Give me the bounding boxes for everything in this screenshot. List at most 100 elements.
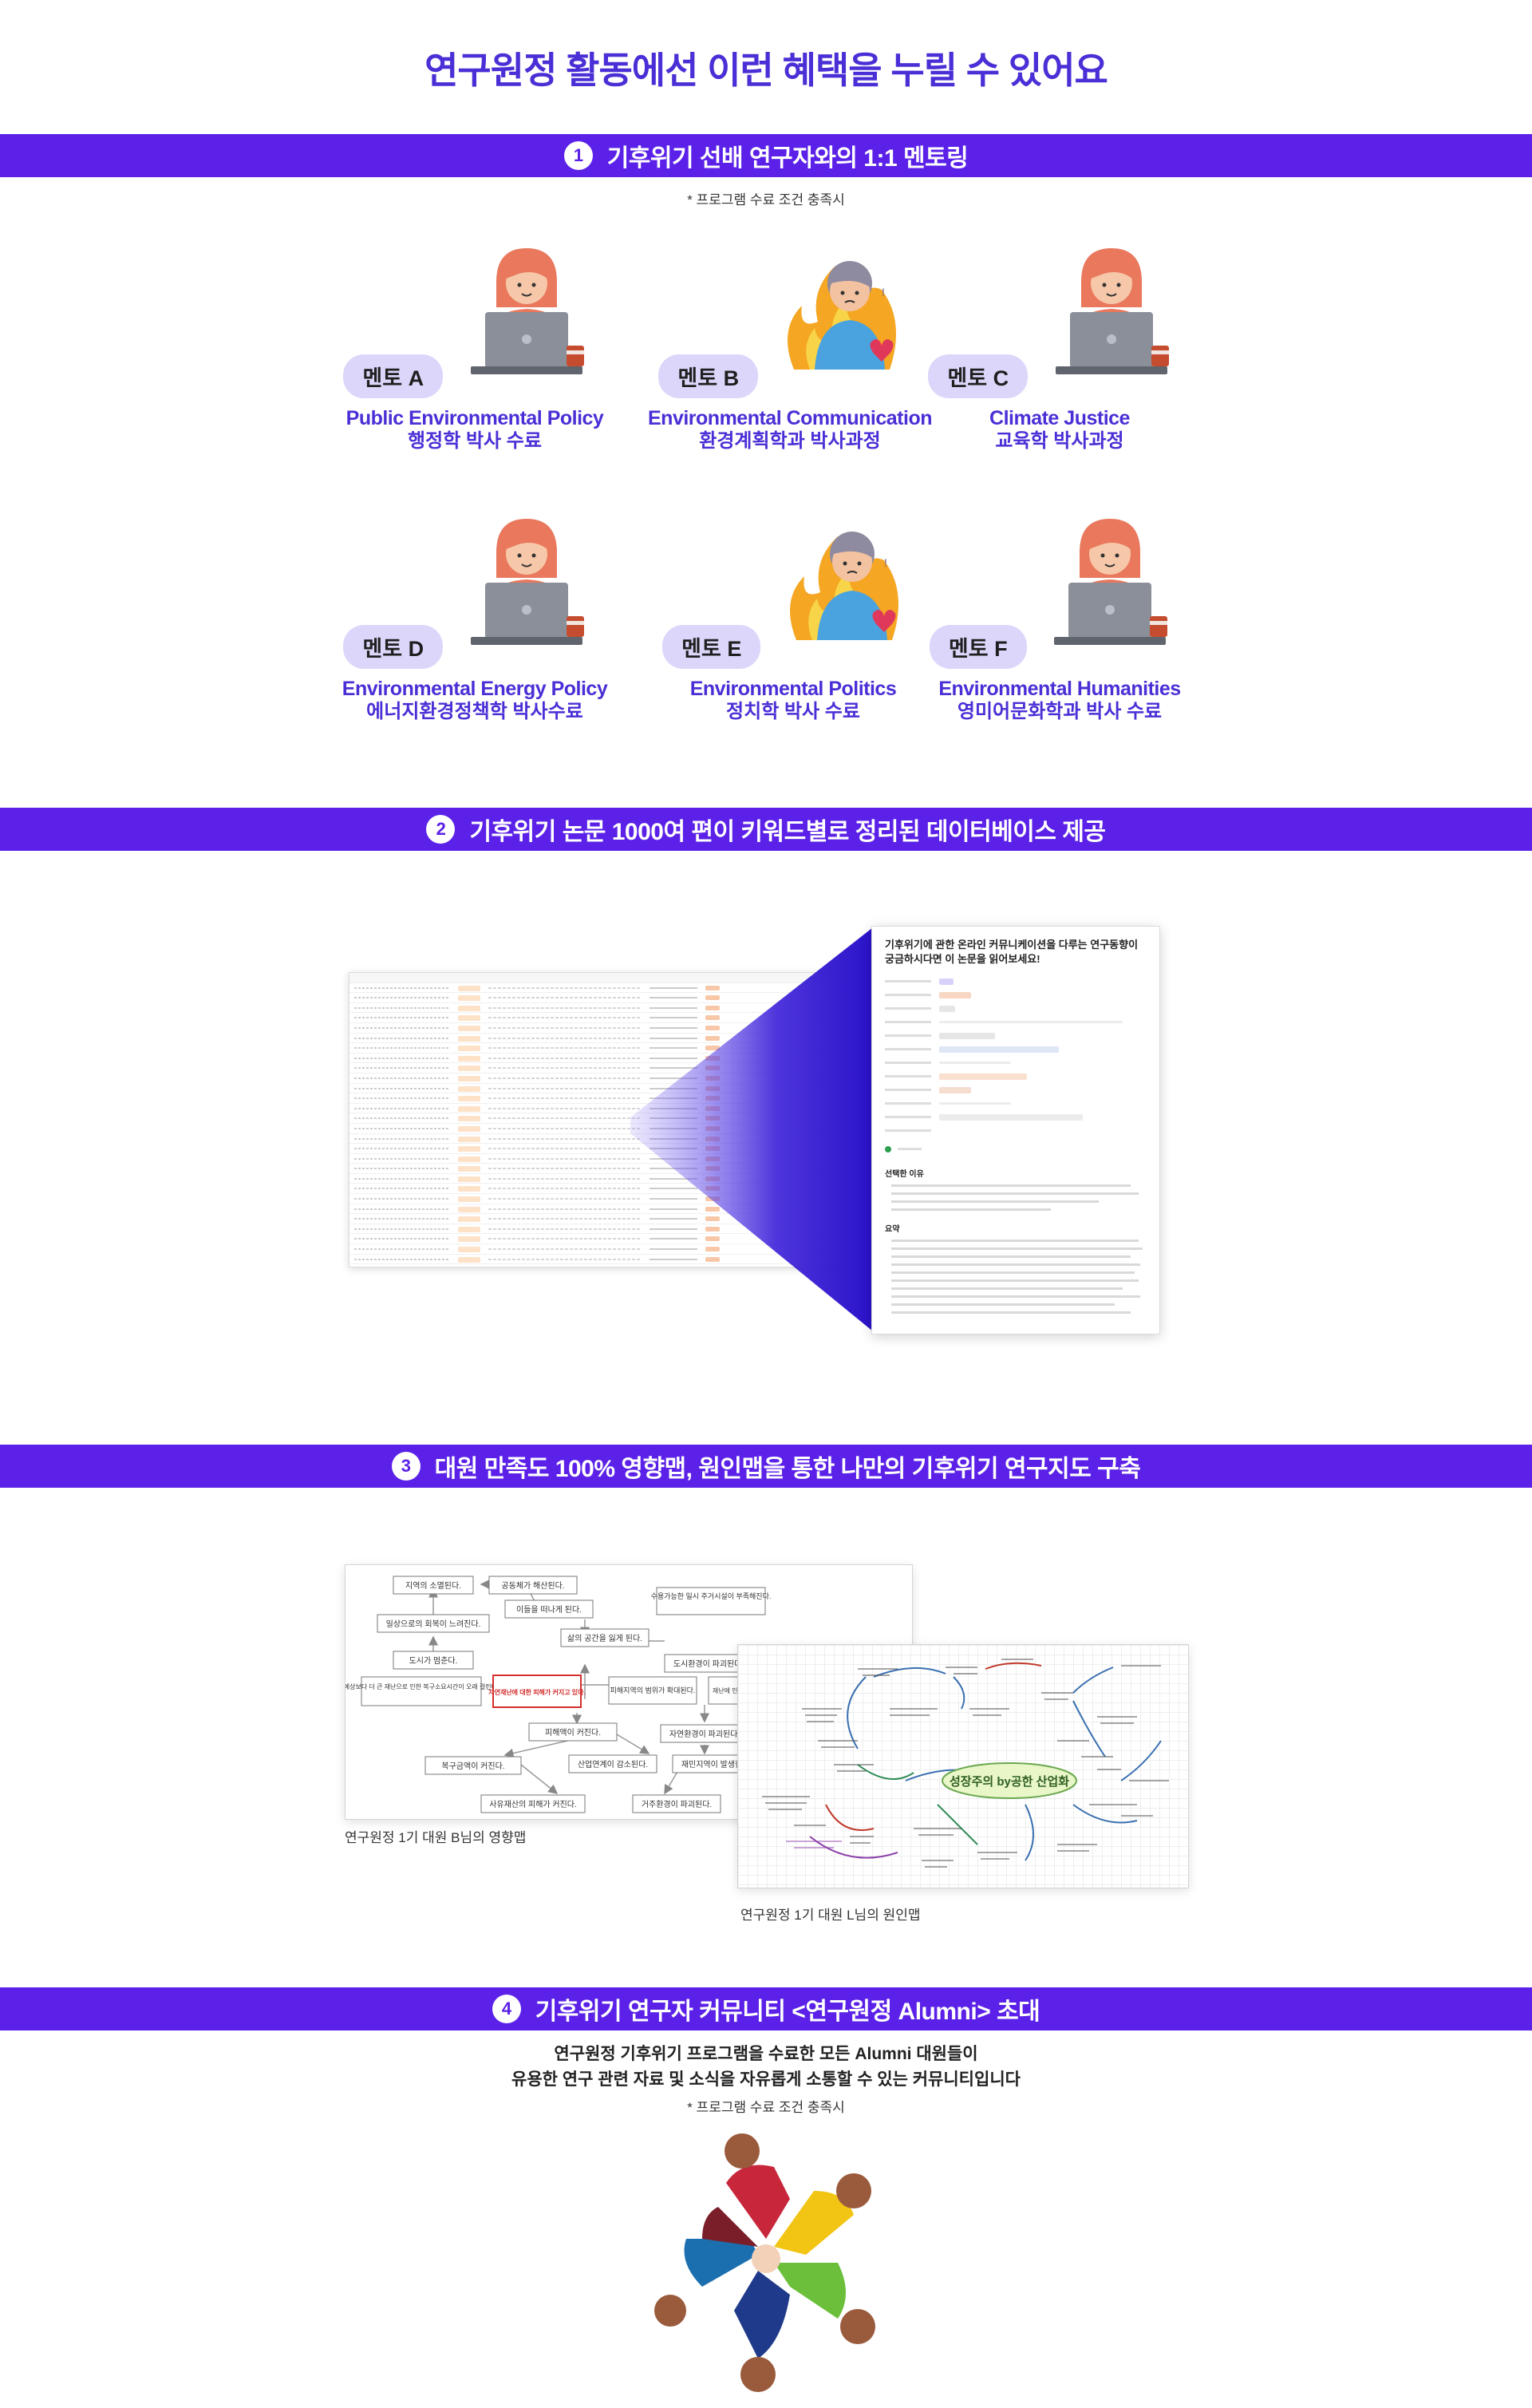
mentor-card: 멘토 A Public Environmental Policy 행정학 박사 … [323, 226, 626, 453]
influence-node: 복구금액이 커진다. [441, 1762, 504, 1771]
community-note: * 프로그램 수료 조건 충족시 [687, 2100, 845, 2115]
community-circle-icon [654, 2133, 875, 2392]
laptop-woman-icon [1055, 248, 1169, 374]
laptop-woman-icon [470, 519, 584, 645]
mentor-card: 멘토 B ! Environmental Communication 환경계획학… [638, 226, 942, 453]
mentor-degree: 영미어문화학과 박사 수료 [957, 701, 1163, 722]
section-title: 대원 만족도 100% 영향맵, 원인맵을 통한 나만의 기후위기 연구지도 구… [434, 1456, 1141, 1482]
community-description-line2: 유용한 연구 관련 자료 및 소식을 자유롭게 소통할 수 있는 커뮤니티입니다 [511, 2070, 1021, 2089]
mentor-label: 멘토 C [928, 354, 1029, 398]
mentor-card: 멘토 D Environmental Energy Policy 에너지환경정책… [323, 496, 626, 723]
table-row [349, 983, 898, 994]
table-row [349, 1003, 898, 1014]
table-row [349, 1194, 898, 1204]
table-row [349, 1124, 898, 1134]
svg-text:!: ! [882, 286, 885, 299]
cause-map-center: 성장주의 by공한 산업화 [950, 1774, 1069, 1789]
database-table-screenshot [349, 972, 899, 1267]
mentor-label: 멘토 A [343, 354, 444, 398]
table-row [349, 1134, 898, 1145]
section-number: 4 [492, 1995, 521, 2023]
table-row [349, 1204, 898, 1215]
table-row [349, 993, 898, 1003]
community-description-line1: 연구원정 기후위기 프로그램을 수료한 모든 Alumni 대원들이 [554, 2045, 978, 2063]
section-number: 1 [563, 141, 593, 170]
table-row [349, 1174, 898, 1184]
mentor-field: Climate Justice [989, 407, 1130, 429]
table-row [349, 1113, 898, 1124]
section-number: 2 [426, 815, 456, 844]
mentor-field: Environmental Communication [648, 407, 932, 429]
influence-node: 지역의 소멸된다. [405, 1581, 461, 1591]
section-band-database: 2 기후위기 논문 1000여 편이 키워드별로 정리된 데이터베이스 제공 [0, 808, 1532, 851]
mentor-label: 멘토 E [662, 625, 761, 669]
influence-node: 도시가 멈춘다. [409, 1656, 458, 1666]
table-row [349, 1013, 898, 1023]
table-row [349, 1255, 898, 1265]
paper-card-summary-heading: 요약 [885, 1225, 900, 1234]
burnout-man-icon: ! [789, 532, 898, 640]
influence-node: 자연환경이 파괴된다. [669, 1729, 740, 1739]
laptop-woman-icon [1054, 519, 1168, 645]
table-row [349, 1164, 898, 1174]
influence-node: 거주환경이 파괴된다. [642, 1799, 712, 1809]
cause-map-graph: 성장주의 by공한 산업화 [762, 1659, 1169, 1868]
table-row [349, 1063, 898, 1074]
table-row [349, 1224, 898, 1235]
svg-text:!: ! [884, 556, 887, 569]
influence-node: 공동체가 해산된다. [501, 1580, 564, 1591]
paper-detail-card: 기후위기에 관한 온라인 커뮤니케이션을 다루는 연구동향이 궁금하시다면 이 … [871, 926, 1160, 1334]
influence-node: 예상보다 더 큰 재난으로 인한 복구소요시간이 오래 걸린다. [345, 1682, 499, 1690]
section-title: 기후위기 논문 1000여 편이 키워드별로 정리된 데이터베이스 제공 [469, 819, 1106, 845]
mentor-degree: 행정학 박사 수료 [408, 430, 542, 452]
section-band-community: 4 기후위기 연구자 커뮤니티 <연구원정 Alumni> 초대 [0, 1987, 1532, 2030]
mentor-card: 멘토 E ! Environmental Politics 정치학 박사 수료 [642, 496, 945, 723]
mentor-card: 멘토 F Environmental Humanities 영미어문화학과 박사… [908, 496, 1211, 723]
laptop-woman-icon [470, 248, 584, 374]
influence-node: 도시환경이 파괴된다. [673, 1659, 744, 1669]
mentor-degree: 에너지환경정책학 박사수료 [366, 701, 583, 722]
influence-node: 이들을 떠나게 된다. [516, 1605, 582, 1615]
table-row [349, 1043, 898, 1054]
section-number: 3 [391, 1452, 421, 1481]
mentor-field: Environmental Energy Policy [342, 678, 608, 700]
mentor-degree: 정치학 박사 수료 [726, 701, 860, 722]
mentor-field: Environmental Humanities [938, 678, 1181, 700]
table-row [349, 1154, 898, 1164]
influence-node: 수용가능한 일시 주거시설이 부족해진다. [651, 1592, 772, 1600]
table-row [349, 1093, 898, 1104]
influence-node: 자연재난에 대한 피해가 커지고 있다. [488, 1688, 586, 1696]
mentor-label: 멘토 D [343, 625, 444, 669]
table-row [349, 1184, 898, 1195]
page-title: 연구원정 활동에선 이런 혜택을 누릴 수 있어요 [424, 49, 1108, 91]
burnout-man-icon: ! [787, 261, 896, 370]
section-band-maps: 3 대원 만족도 100% 영향맵, 원인맵을 통한 나만의 기후위기 연구지도… [0, 1445, 1532, 1488]
table-row [349, 1023, 898, 1034]
cause-map: 성장주의 by공한 산업화 [737, 1644, 1189, 1888]
table-row [349, 1034, 898, 1044]
table-row [349, 1104, 898, 1114]
influence-node: 사유재산의 피해가 커진다. [489, 1799, 577, 1809]
paper-card-title: 기후위기에 관한 온라인 커뮤니케이션을 다루는 연구동향이 궁금하시다면 이 … [885, 939, 1139, 965]
program-note: * 프로그램 수료 조건 충족시 [687, 192, 845, 208]
influence-node: 피해액이 커진다. [545, 1727, 601, 1738]
influence-node: 삶의 공간을 잃게 된다. [567, 1634, 642, 1643]
influence-node: 일상으로의 회복이 느려진다. [386, 1619, 481, 1629]
section-band-mentoring: 1 기후위기 선배 연구자와의 1:1 멘토링 [0, 134, 1532, 177]
mentor-card: 멘토 C Climate Justice 교육학 박사과정 [908, 226, 1211, 453]
table-row [349, 1214, 898, 1224]
mentor-field: Environmental Politics [689, 678, 897, 700]
mentor-label: 멘토 B [658, 354, 759, 398]
table-row [349, 1234, 898, 1245]
cause-map-caption: 연구원정 1기 대원 L님의 원인맵 [740, 1908, 921, 1923]
table-row [349, 1054, 898, 1064]
influence-node: 피해지역의 범위가 확대된다. [610, 1686, 696, 1694]
section-title: 기후위기 연구자 커뮤니티 <연구원정 Alumni> 초대 [535, 1999, 1040, 2025]
section-title: 기후위기 선배 연구자와의 1:1 멘토링 [606, 145, 969, 172]
table-row [349, 1244, 898, 1255]
mentor-degree: 환경계획학과 박사과정 [699, 430, 881, 452]
paper-card-reason-heading: 선택한 이유 [885, 1170, 924, 1179]
table-header-row [349, 973, 898, 983]
influence-node: 산업연계이 감소된다. [578, 1759, 648, 1769]
table-row [349, 1074, 898, 1084]
